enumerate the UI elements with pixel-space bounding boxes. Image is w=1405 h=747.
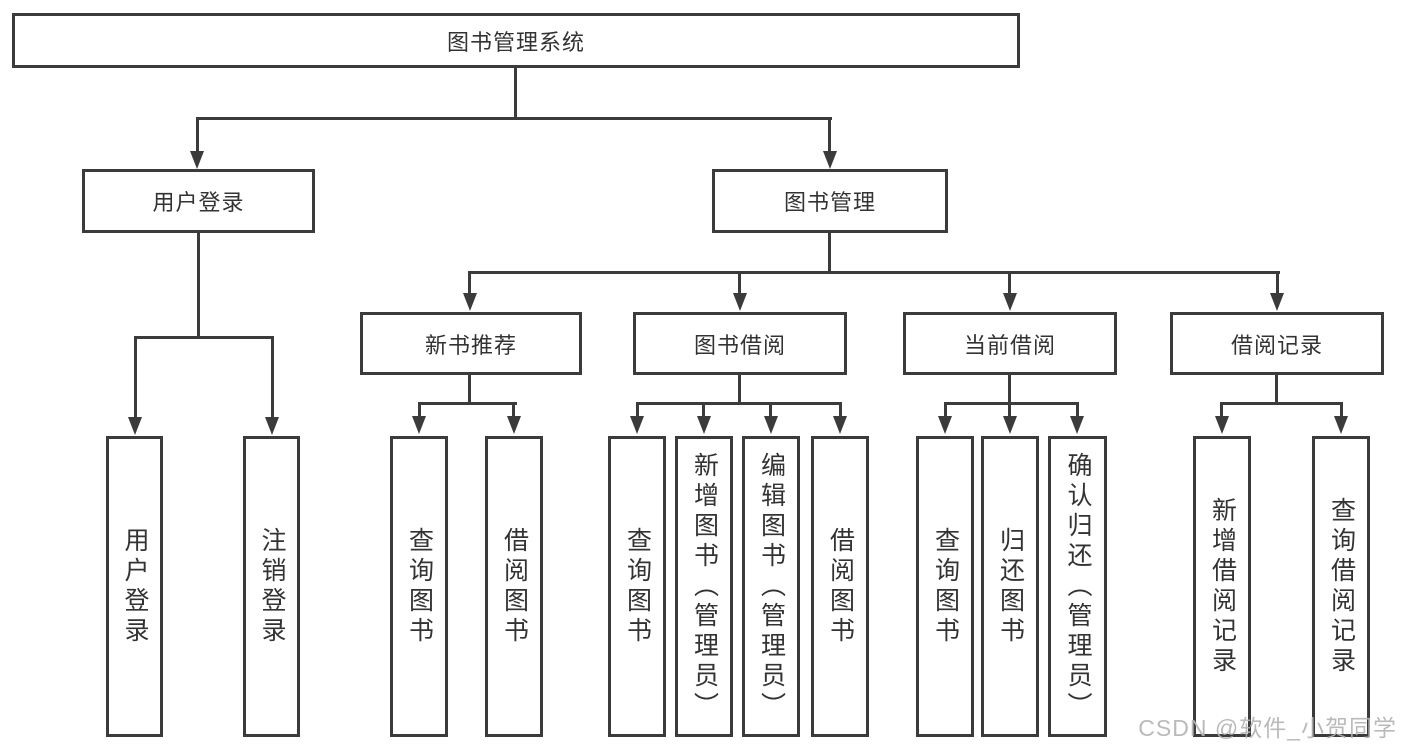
connector-line — [418, 402, 517, 405]
connector-line — [1220, 402, 1343, 405]
csdn-watermark: CSDN @软件_小贺同学 — [1138, 715, 1397, 741]
connector-line — [1340, 402, 1343, 419]
connector-line — [134, 336, 137, 420]
node-label: 确认归还（管理员） — [1064, 451, 1092, 722]
connector-line — [1008, 271, 1011, 296]
connector-line — [828, 233, 831, 274]
node-label: 借阅图书 — [826, 526, 855, 647]
leaf-borrow-book-recommend: 借阅图书 — [485, 436, 543, 737]
connector-line — [636, 402, 639, 419]
node-label: 用户登录 — [152, 190, 245, 215]
node-label: 新书推荐 — [424, 332, 517, 358]
connector-line — [468, 375, 471, 405]
node-label: 当前借阅 — [963, 332, 1056, 358]
arrow-down-icon — [1003, 416, 1017, 434]
node-label: 注销登录 — [258, 526, 286, 647]
node-label: 归还图书 — [996, 526, 1025, 647]
connector-line — [944, 402, 947, 419]
connector-line — [944, 402, 1079, 405]
connector-line — [1276, 271, 1279, 296]
arrow-down-icon — [1270, 293, 1284, 311]
connector-line — [514, 68, 517, 120]
connector-line — [512, 402, 515, 419]
arrow-down-icon — [265, 417, 279, 435]
node-label: 编辑图书（管理员） — [757, 451, 786, 722]
leaf-query-borrow-record: 查询借阅记录 — [1312, 436, 1370, 737]
arrow-down-icon — [938, 416, 952, 434]
arrow-down-icon — [412, 416, 426, 434]
node-borrow-record: 借阅记录 — [1170, 312, 1384, 375]
leaf-add-book-admin: 新增图书（管理员） — [675, 436, 733, 737]
arrow-down-icon — [833, 416, 847, 434]
node-label: 查询借阅记录 — [1327, 496, 1356, 677]
arrow-down-icon — [697, 416, 711, 434]
leaf-add-borrow-record: 新增借阅记录 — [1193, 436, 1251, 737]
connector-line — [769, 402, 772, 419]
arrow-down-icon — [507, 416, 521, 434]
leaf-confirm-return-admin: 确认归还（管理员） — [1048, 436, 1107, 737]
arrow-down-icon — [630, 416, 644, 434]
connector-line — [738, 271, 741, 296]
arrow-down-icon — [190, 151, 204, 169]
arrow-down-icon — [1003, 293, 1017, 311]
arrow-down-icon — [1215, 416, 1229, 434]
connector-line — [839, 402, 842, 419]
connector-line — [468, 271, 1280, 274]
node-label: 图书管理系统 — [446, 29, 585, 55]
connector-line — [196, 117, 199, 154]
connector-line — [1275, 375, 1278, 405]
node-current-borrow: 当前借阅 — [903, 312, 1117, 375]
connector-line — [271, 336, 274, 420]
arrow-down-icon — [128, 417, 142, 435]
leaf-edit-book-admin: 编辑图书（管理员） — [742, 436, 800, 737]
node-label: 借阅记录 — [1230, 332, 1323, 358]
node-book-management: 图书管理 — [712, 169, 948, 233]
arrow-down-icon — [823, 151, 837, 169]
node-library-management-system: 图书管理系统 — [12, 13, 1020, 68]
node-new-book-recommend: 新书推荐 — [360, 312, 582, 375]
node-label: 借阅图书 — [500, 526, 529, 647]
connector-line — [134, 336, 274, 339]
node-label: 用户登录 — [121, 526, 149, 647]
node-user-login: 用户登录 — [82, 169, 315, 233]
leaf-user-login: 用户登录 — [106, 436, 163, 737]
connector-line — [1220, 402, 1223, 419]
leaf-query-book-current: 查询图书 — [916, 436, 974, 737]
node-label: 新增借阅记录 — [1208, 496, 1237, 677]
arrow-down-icon — [733, 293, 747, 311]
node-book-borrow: 图书借阅 — [633, 312, 847, 375]
connector-line — [636, 402, 842, 405]
arrow-down-icon — [1334, 416, 1348, 434]
leaf-return-book: 归还图书 — [981, 436, 1039, 737]
node-label: 查询图书 — [623, 526, 652, 647]
arrow-down-icon — [463, 293, 477, 311]
connector-line — [738, 375, 741, 405]
arrow-down-icon — [1070, 416, 1084, 434]
leaf-borrow-book: 借阅图书 — [811, 436, 869, 737]
connector-line — [418, 402, 421, 419]
connector-line — [828, 117, 831, 154]
node-label: 图书借阅 — [693, 332, 786, 358]
leaf-query-book-borrow: 查询图书 — [608, 436, 666, 737]
arrow-down-icon — [764, 416, 778, 434]
node-label: 查询图书 — [405, 526, 434, 647]
connector-line — [197, 233, 200, 339]
leaf-logout: 注销登录 — [243, 436, 300, 737]
node-label: 图书管理 — [783, 190, 876, 215]
connector-line — [1008, 402, 1011, 419]
node-label: 新增图书（管理员） — [690, 451, 719, 722]
leaf-query-book-recommend: 查询图书 — [390, 436, 448, 737]
connector-line — [196, 117, 832, 120]
connector-line — [702, 402, 705, 419]
connector-line — [468, 271, 471, 296]
connector-line — [1008, 375, 1011, 405]
node-label: 查询图书 — [931, 526, 960, 647]
connector-line — [1076, 402, 1079, 419]
